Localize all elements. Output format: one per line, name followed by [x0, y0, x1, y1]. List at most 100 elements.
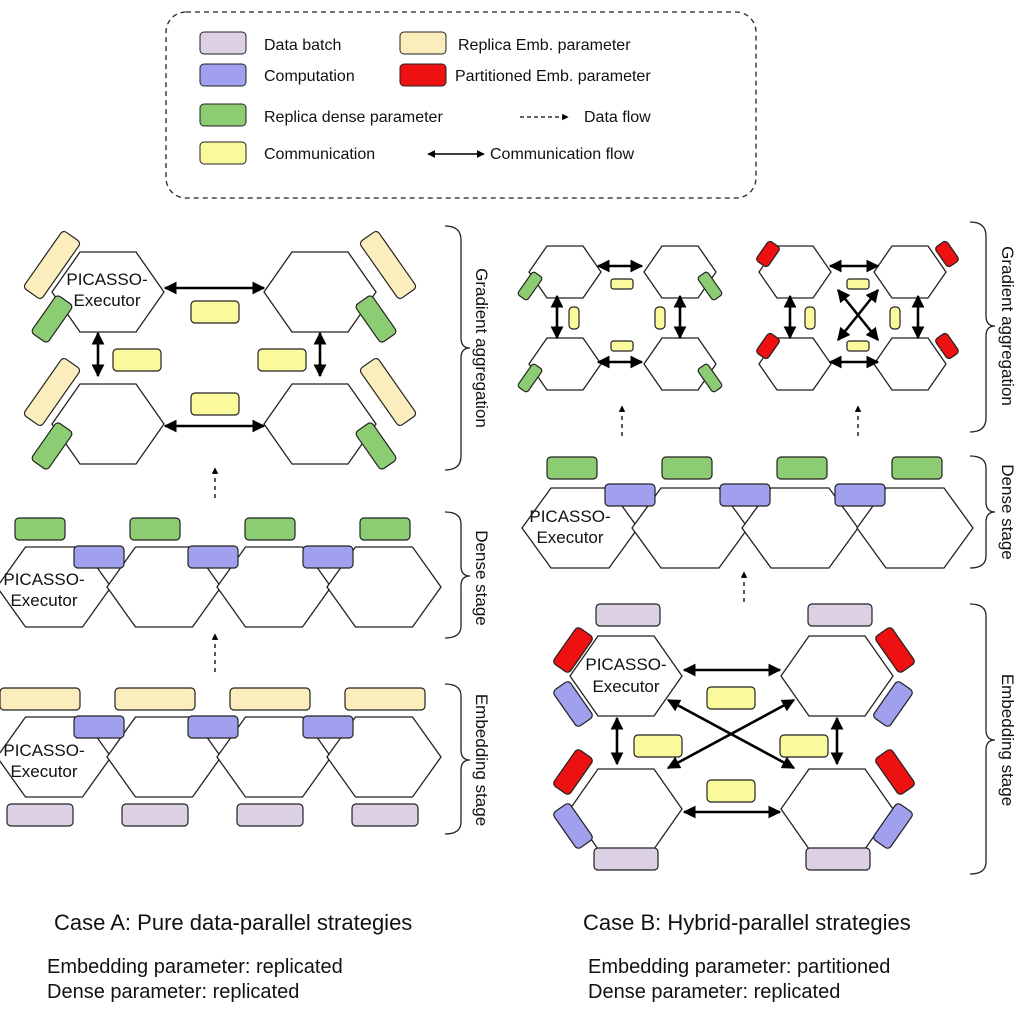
executor-label-line2: Executor: [10, 762, 77, 781]
data-batch: [351, 803, 419, 827]
stage-label-dense-b: Dense stage: [998, 464, 1017, 559]
computation-block: [73, 715, 125, 739]
executor-hexagon: [780, 635, 894, 717]
data-batch: [805, 847, 871, 871]
replica-dense-parameter: [891, 456, 943, 480]
communication-block: [190, 392, 240, 416]
stage-label-dense-a: Dense stage: [472, 530, 491, 625]
computation-block: [302, 715, 354, 739]
executor-hexagon: [528, 337, 602, 391]
legend-swatch-partitioned-emb: [399, 63, 447, 87]
communication-block: [190, 300, 240, 324]
communication-block: [779, 734, 829, 758]
executor-hexagon: [873, 245, 947, 299]
legend-swatch-computation: [199, 63, 247, 87]
partitioned-emb-parameter: [935, 332, 959, 360]
data-batch: [595, 603, 661, 627]
stage-label-embedding-a: Embedding stage: [472, 694, 491, 826]
replica-emb-parameter: [344, 687, 426, 711]
replica-dense-parameter: [359, 517, 411, 541]
executor-hexagon: [873, 337, 947, 391]
executor-hexagon: [51, 383, 165, 465]
executor-label-line2: Executor: [10, 591, 77, 610]
legend-swatch-communication: [199, 141, 247, 165]
communication-flow-arrow: [836, 288, 880, 342]
executor-hexagon: [263, 383, 377, 465]
partitioned-emb-parameter: [756, 240, 780, 268]
computation-block: [187, 545, 239, 569]
communication-flow-arrow: [666, 698, 796, 770]
bracket-gradient-b: [969, 221, 996, 433]
case-a-embedding-line: Embedding parameter: replicated: [47, 956, 343, 978]
computation-block: [719, 483, 771, 507]
bracket-dense-b: [969, 455, 996, 569]
data-batch: [121, 803, 189, 827]
computation-block: [73, 545, 125, 569]
case-a-title: Case A: Pure data-parallel strategies: [54, 910, 413, 935]
replica-dense-parameter: [129, 517, 181, 541]
case-a-dense-line: Dense parameter: replicated: [47, 981, 300, 1003]
partitioned-emb-parameter: [935, 240, 959, 268]
executor-hexagon: [643, 245, 717, 299]
partitioned-emb-parameter: [756, 332, 780, 360]
computation-block: [302, 545, 354, 569]
replica-emb-parameter: [229, 687, 311, 711]
legend-label-computation: Computation: [264, 68, 355, 85]
executor-hexagon: [528, 245, 602, 299]
executor-hexagon: [326, 546, 442, 628]
executor-label-line2: Executor: [73, 291, 140, 310]
communication-block: [804, 306, 816, 330]
executor-hexagon: [326, 716, 442, 798]
communication-block: [846, 278, 870, 290]
communication-block: [654, 306, 666, 330]
executor-label-line1: PICASSO-: [3, 741, 84, 760]
replica-dense-parameter: [517, 271, 543, 301]
replica-dense-parameter: [697, 271, 723, 301]
communication-block: [610, 278, 634, 290]
case-b-dense-line: Dense parameter: replicated: [588, 981, 841, 1003]
communication-block: [112, 348, 162, 372]
replica-emb-parameter: [359, 230, 417, 300]
case-b-title: Case B: Hybrid-parallel strategies: [583, 910, 911, 935]
replica-emb-parameter: [359, 357, 417, 427]
communication-block: [706, 686, 756, 710]
legend-label-data-batch: Data batch: [264, 37, 341, 54]
computation-block: [834, 483, 886, 507]
executor-label-line1: PICASSO-: [529, 507, 610, 526]
replica-emb-parameter: [23, 357, 81, 427]
executor-hexagon: [856, 487, 974, 569]
partitioned-emb-parameter: [553, 627, 593, 673]
communication-block: [568, 306, 580, 330]
partitioned-emb-parameter: [553, 749, 593, 795]
executor-label-line2: Executor: [592, 677, 659, 696]
replica-dense-parameter: [697, 363, 723, 393]
case-b-embedding-line: Embedding parameter: partitioned: [588, 956, 891, 978]
executor-labels: PICASSO- Executor PICASSO- Executor PICA…: [3, 270, 666, 781]
legend-label-communication-flow: Communication flow: [490, 146, 635, 163]
replica-dense-parameter: [31, 422, 73, 470]
partitioned-emb-parameter: [875, 627, 915, 673]
replica-emb-parameter: [114, 687, 196, 711]
communication-block: [633, 734, 683, 758]
bracket-dense-a: [444, 511, 471, 639]
replica-dense-parameter: [776, 456, 828, 480]
legend-label-partitioned-emb: Partitioned Emb. parameter: [455, 68, 651, 85]
legend-label-replica-dense: Replica dense parameter: [264, 109, 443, 126]
legend-label-data-flow: Data flow: [584, 109, 651, 126]
stage-label-gradient-b: Gradient aggregation: [998, 246, 1017, 406]
communication-block: [889, 306, 901, 330]
replica-dense-parameter: [517, 363, 543, 393]
legend: Data batch Computation Replica dense par…: [199, 31, 651, 165]
replica-dense-parameter: [31, 295, 73, 343]
computation-block: [553, 681, 593, 727]
replica-dense-parameter: [355, 422, 397, 470]
bracket-gradient-a: [444, 225, 471, 471]
data-batch: [593, 847, 659, 871]
replica-dense-parameter: [14, 517, 66, 541]
computation-block: [873, 681, 913, 727]
replica-dense-parameter: [355, 295, 397, 343]
partitioned-emb-parameter: [875, 749, 915, 795]
communication-block: [706, 779, 756, 803]
legend-swatch-replica-emb: [399, 31, 447, 55]
replica-dense-parameter: [661, 456, 713, 480]
